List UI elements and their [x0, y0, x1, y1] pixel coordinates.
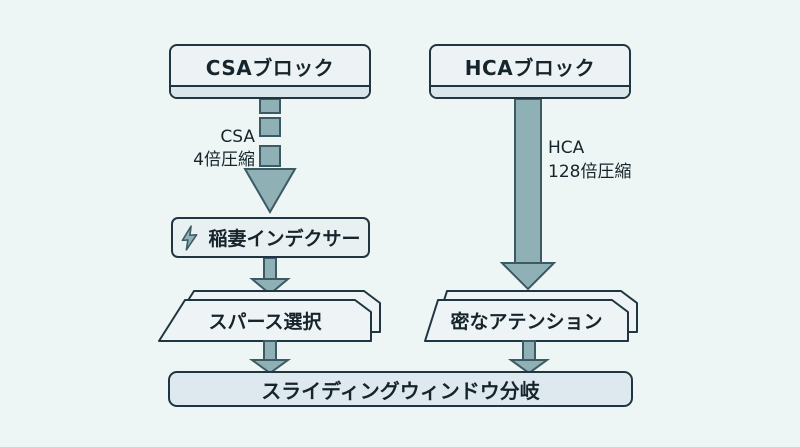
dense-attention-card-front [424, 299, 629, 342]
dense-attention-card [424, 290, 638, 342]
lightning-icon [182, 224, 198, 251]
sparse-selection-label: スパース選択 [208, 311, 322, 333]
sliding-window-label: スライディングウィンドウ分岐 [261, 378, 540, 403]
dense-to-window-arrow [507, 340, 551, 375]
sparse-to-window-arrow [248, 340, 292, 375]
csa-block-footer [171, 85, 369, 97]
csa-block: CSAブロック [169, 44, 371, 99]
sliding-window-box: スライディングウィンドウ分岐 [168, 371, 633, 407]
csa-compression-arrow [243, 98, 297, 214]
hca-compression-arrow [499, 98, 557, 291]
sparse-selection-card [158, 290, 381, 342]
sparse-selection-card-front [158, 299, 372, 342]
hca-block-label: HCAブロック [464, 55, 596, 80]
hca-compression-label-line2: 128倍圧縮 [548, 162, 632, 182]
hca-compression-label-line1: HCA [548, 138, 585, 158]
indexer-to-sparse-arrow [249, 257, 291, 296]
csa-compression-label-line2: 4倍圧縮 [193, 150, 255, 170]
hca-compression-label: HCA 128倍圧縮 [548, 136, 708, 184]
csa-block-label: CSAブロック [205, 55, 335, 80]
lightning-indexer-label: 稲妻インデクサー [208, 228, 361, 250]
hca-block: HCAブロック [429, 44, 631, 99]
csa-compression-label-line1: CSA [220, 127, 255, 147]
lightning-indexer-box: 稲妻インデクサー [171, 217, 370, 258]
csa-compression-label: CSA 4倍圧縮 [120, 126, 255, 172]
hca-block-footer [431, 85, 629, 97]
dense-attention-label: 密なアテンション [450, 311, 603, 333]
